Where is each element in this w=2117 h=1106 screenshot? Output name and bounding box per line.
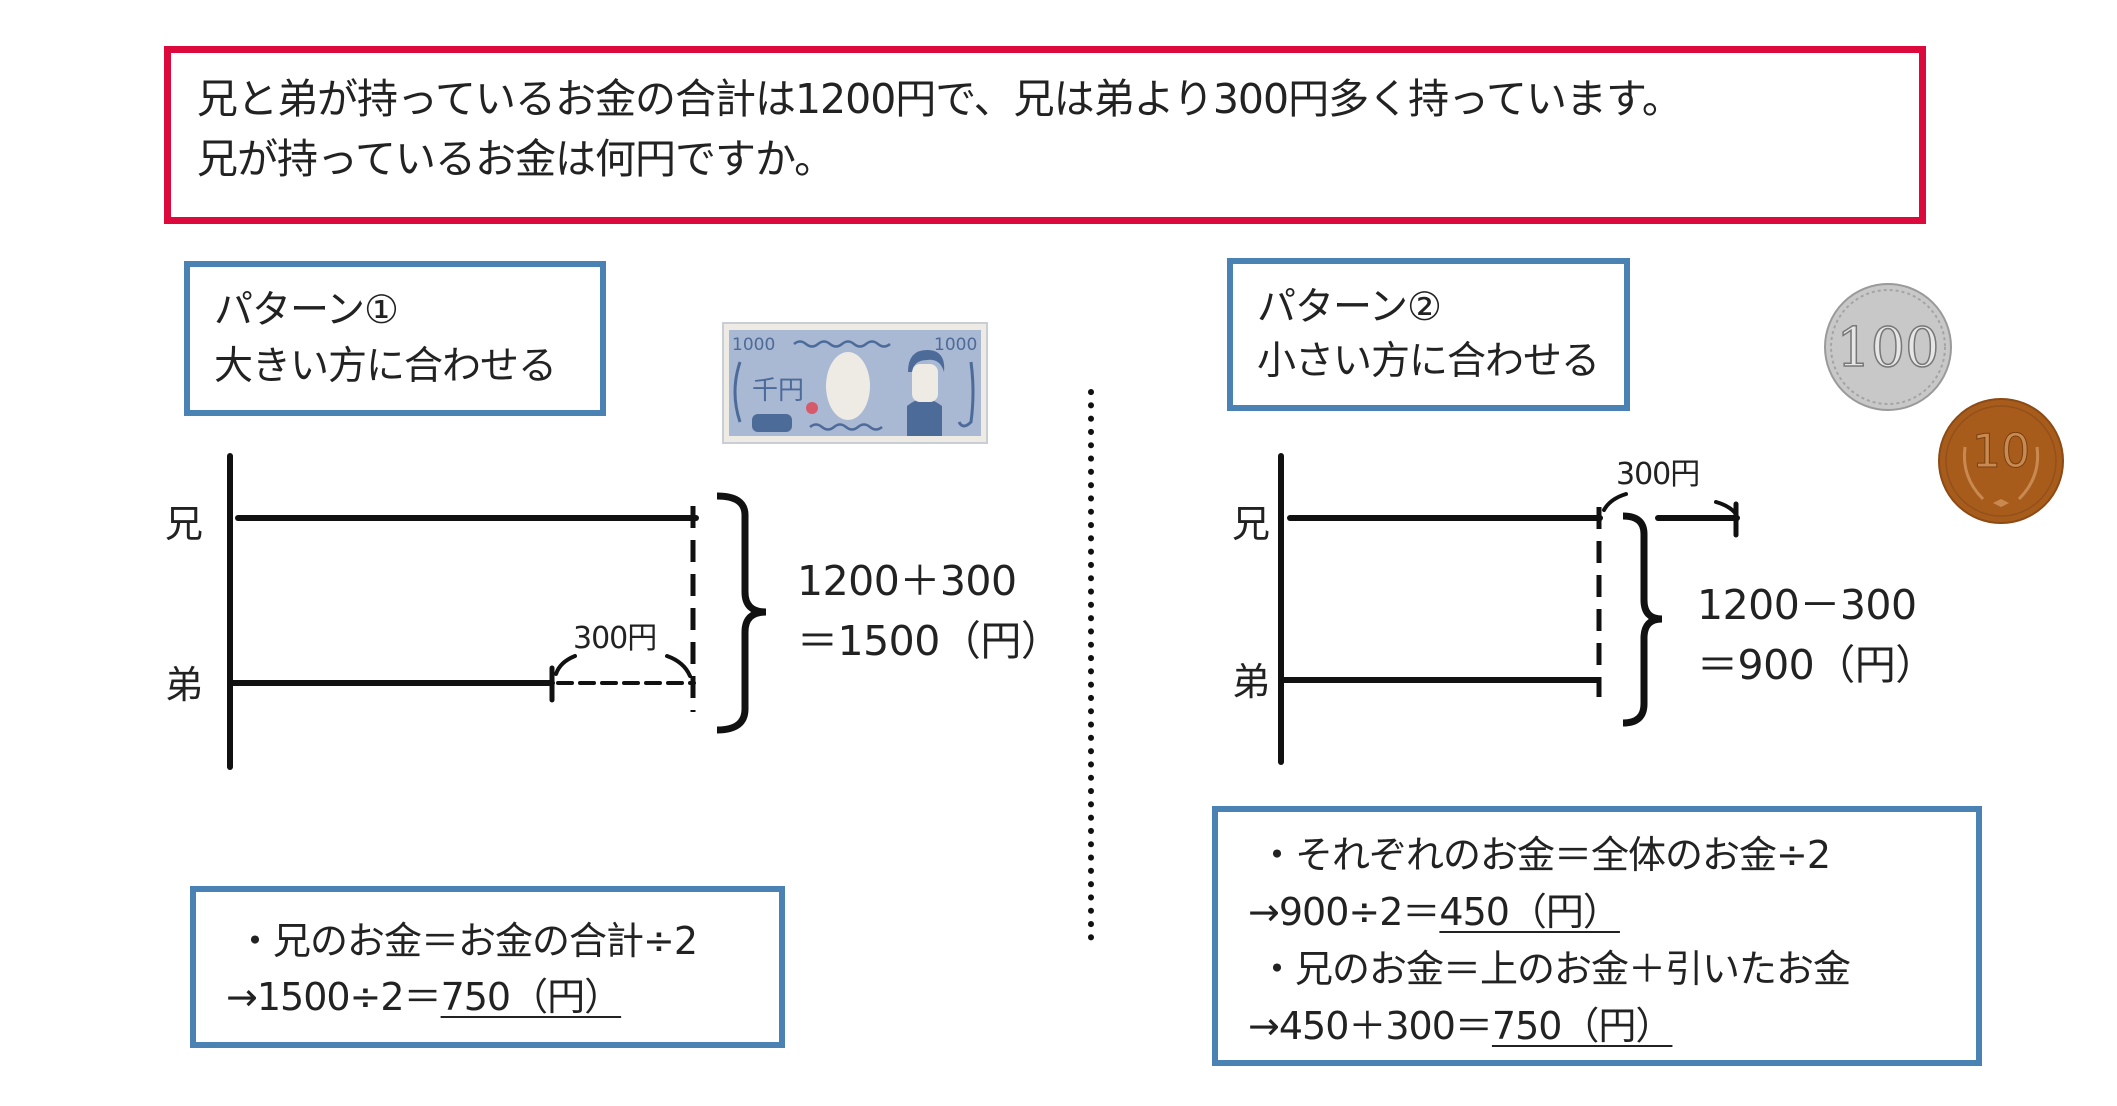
pattern2-diff-arc-right bbox=[1714, 500, 1738, 516]
pattern1-title: パターン① bbox=[214, 288, 399, 333]
pattern1-summary-box: ・兄のお金＝お金の合計÷2 →1500÷2＝750（円） bbox=[190, 886, 785, 1048]
problem-box: 兄と弟が持っているお金の合計は1200円で、兄は弟より300円多く持っています。… bbox=[164, 46, 1926, 224]
pattern2-summary-line1: ・それぞれのお金＝全体のお金÷2 bbox=[1258, 833, 1831, 877]
pattern1-younger-label: 弟 bbox=[165, 663, 204, 707]
pattern2-summary-line2: →900÷2＝450（円） bbox=[1248, 885, 1650, 939]
pattern1-diagram bbox=[227, 453, 767, 770]
hundred-yen-coin-icon: 100 bbox=[1824, 283, 1952, 411]
pattern2-answer: 750（円） bbox=[1491, 1004, 1674, 1048]
pattern2-diff-arc-left bbox=[1602, 492, 1628, 512]
pattern1-formula-line2: ＝1500（円） bbox=[797, 617, 1062, 665]
bill-kanji: 千円 bbox=[752, 376, 804, 406]
pattern2-summary-line4: →450＋300＝750（円） bbox=[1248, 999, 1702, 1053]
pattern2-summary-calc2: →450＋300＝ bbox=[1248, 1004, 1493, 1048]
pattern2-title: パターン② bbox=[1257, 285, 1442, 330]
pattern2-intermediate-answer: 450（円） bbox=[1439, 890, 1621, 934]
pattern1-diff-arc-left bbox=[554, 654, 577, 676]
pattern1-summary-calc: →1500÷2＝ bbox=[226, 975, 442, 1019]
pattern1-title-box: パターン① 大きい方に合わせる bbox=[184, 261, 606, 416]
pattern2-diagram bbox=[1278, 453, 1740, 765]
pattern1-answer: 750（円） bbox=[440, 975, 623, 1019]
problem-line-1: 兄と弟が持っているお金の合計は1200円で、兄は弟より300円多く持っています。 bbox=[197, 75, 1683, 123]
pattern1-subtitle: 大きい方に合わせる bbox=[214, 344, 557, 389]
coin-100-text: 100 bbox=[1836, 316, 1939, 379]
pattern1-older-label: 兄 bbox=[165, 502, 204, 546]
pattern2-brace bbox=[1622, 512, 1663, 727]
pattern2-older-label: 兄 bbox=[1232, 502, 1271, 546]
pattern1-diff-arc-right bbox=[665, 654, 692, 678]
problem-line-2: 兄が持っているお金は何円ですか。 bbox=[197, 135, 835, 183]
coin-10-text: 10 bbox=[1972, 424, 2031, 478]
pattern2-title-box: パターン② 小さい方に合わせる bbox=[1227, 258, 1630, 411]
pattern2-subtitle: 小さい方に合わせる bbox=[1257, 339, 1600, 384]
pattern2-diff-label: 300円 bbox=[1616, 457, 1700, 492]
pattern1-summary-line1: ・兄のお金＝お金の合計÷2 bbox=[236, 919, 698, 963]
pattern2-younger-label: 弟 bbox=[1232, 660, 1271, 704]
pattern1-brace bbox=[716, 492, 767, 734]
thousand-yen-bill-icon: 1000 1000 千円 bbox=[722, 322, 988, 444]
pattern1-diff-label: 300円 bbox=[573, 621, 657, 656]
ten-yen-coin-icon: 10 bbox=[1938, 398, 2064, 524]
pattern1-formula-line1: 1200＋300 bbox=[797, 557, 1017, 605]
pattern2-summary-box: ・それぞれのお金＝全体のお金÷2 →900÷2＝450（円） ・兄のお金＝上のお… bbox=[1212, 806, 1982, 1066]
bill-denomination-right: 1000 bbox=[934, 335, 977, 355]
bill-denomination-left: 1000 bbox=[732, 335, 775, 355]
pattern1-summary-line2: →1500÷2＝750（円） bbox=[226, 970, 651, 1024]
pattern2-formula-line2: ＝900（円） bbox=[1697, 641, 1936, 689]
pattern2-summary-line3: ・兄のお金＝上のお金＋引いたお金 bbox=[1258, 947, 1851, 991]
pattern2-formula-line1: 1200－300 bbox=[1697, 581, 1917, 629]
pattern2-summary-calc1: →900÷2＝ bbox=[1248, 890, 1440, 934]
